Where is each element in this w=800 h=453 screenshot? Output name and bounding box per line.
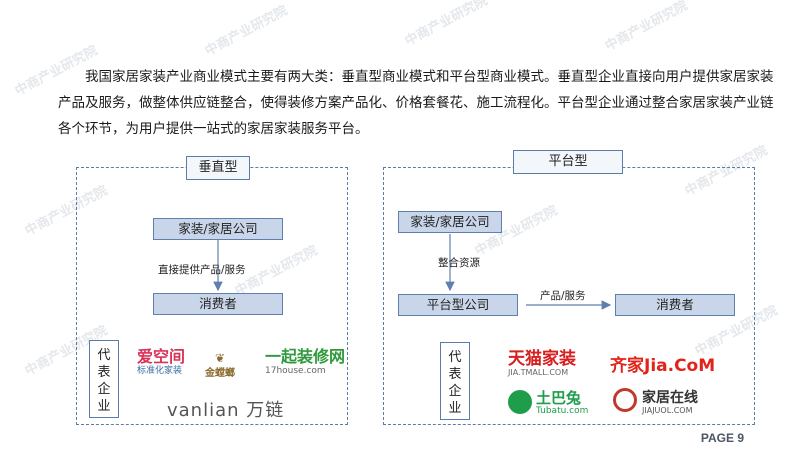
platform-company-hub-node: 平台型公司 <box>398 294 518 316</box>
intro-paragraph: 我国家居家装产业商业模式主要有两大类：垂直型商业模式和平台型商业模式。垂直型企业… <box>58 69 774 137</box>
tubatu-rabbit-icon <box>508 390 532 414</box>
logo-tmall-jiazhuang: 天猫家装 JIA.TMALL.COM <box>508 349 576 377</box>
watermark: 中商产业研究院 <box>402 0 491 50</box>
platform-edge-label-1: 整合资源 <box>438 257 480 269</box>
platform-edge-label-2: 产品/服务 <box>540 290 586 302</box>
watermark: 中商产业研究院 <box>602 0 691 55</box>
logo-vanlian: vanlian 万链 <box>167 400 285 421</box>
vertical-edge-label: 直接提供产品/服务 <box>158 264 246 276</box>
vertical-rep-label: 代 表 企 业 <box>89 340 119 418</box>
logo-aikongjian: 爱空间 标准化家装 <box>137 347 186 376</box>
logo-jiajuol: 家居在线 JIAJUOL.COM <box>642 390 698 415</box>
logo-jintanglang: ❦ 金螳螂 <box>205 351 235 379</box>
platform-panel-title: 平台型 <box>513 150 623 174</box>
platform-company-node: 家装/家居公司 <box>398 211 502 233</box>
vertical-consumer-node: 消费者 <box>153 293 283 315</box>
page-number: PAGE 9 <box>700 431 744 445</box>
jiajuol-house-icon <box>613 388 637 412</box>
logo-jia-com: 齐家Jia.CoM <box>610 356 716 376</box>
vertical-company-node: 家装/家居公司 <box>153 218 283 240</box>
watermark: 中商产业研究院 <box>202 3 291 60</box>
vertical-panel-title: 垂直型 <box>186 156 250 180</box>
platform-consumer-node: 消费者 <box>615 294 735 316</box>
mantis-icon: ❦ <box>214 351 226 365</box>
logo-17house: 一起装修网 17house.com <box>265 347 346 377</box>
logo-tubatu: 土巴兔 Tubatu.com <box>536 389 589 416</box>
platform-rep-label: 代 表 企 业 <box>440 342 470 420</box>
